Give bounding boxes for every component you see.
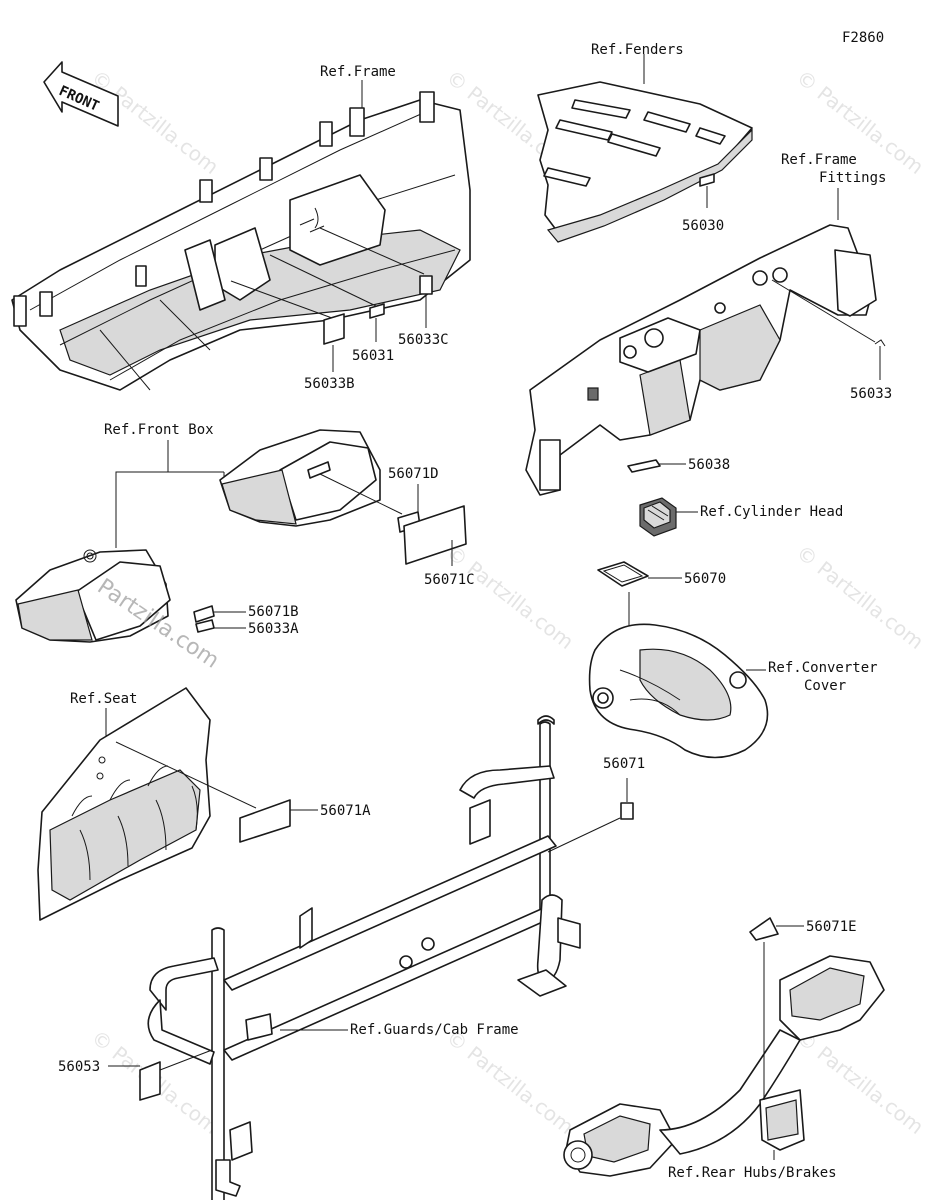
ref-cylinder-head-label: Ref.Cylinder Head xyxy=(700,504,843,520)
part-56071A-label: 56071A xyxy=(320,803,371,819)
part-56070-label: 56070 xyxy=(684,571,726,587)
sticker-56033 xyxy=(874,339,886,347)
frame-illustration xyxy=(11,91,471,391)
ref-seat-label: Ref.Seat xyxy=(70,691,137,707)
sticker-56071C xyxy=(403,505,467,565)
sticker-56071E xyxy=(749,917,779,941)
part-56053-label: 56053 xyxy=(58,1059,100,1075)
guards-cab-frame-illustration xyxy=(147,715,581,1200)
figure-code: F2860 xyxy=(842,30,884,46)
sticker-56070 xyxy=(597,561,649,587)
ref-front-box-label: Ref.Front Box xyxy=(104,422,214,438)
sticker-56031 xyxy=(369,303,385,319)
sticker-56071B xyxy=(193,605,215,623)
part-56033B-label: 56033B xyxy=(304,376,355,392)
watermark-text: © Partzilla.com xyxy=(792,1025,928,1139)
front-box-upper-illustration xyxy=(219,429,381,527)
sticker-56071 xyxy=(620,802,634,820)
part-56033C-label: 56033C xyxy=(398,332,449,348)
watermark-text: © Partzilla.com xyxy=(442,1025,578,1139)
sticker-56053 xyxy=(139,1061,161,1101)
ref-frame-label: Ref.Frame xyxy=(320,64,396,80)
part-56071B-label: 56071B xyxy=(248,604,299,620)
part-56038-label: 56038 xyxy=(688,457,730,473)
watermark-text: © Partzilla.com xyxy=(442,540,578,654)
ref-guards-label: Ref.Guards/Cab Frame xyxy=(350,1022,519,1038)
part-56071D-label: 56071D xyxy=(388,466,439,482)
sticker-56071A xyxy=(239,799,291,843)
ref-frame-fittings-label-2: Fittings xyxy=(819,170,886,186)
ref-converter-label-1: Ref.Converter xyxy=(768,660,878,676)
sticker-56038 xyxy=(627,459,661,473)
part-56071C-label: 56071C xyxy=(424,572,475,588)
front-box-lower-illustration xyxy=(15,549,171,643)
sticker-56033B xyxy=(323,313,345,345)
cylinder-head-illustration xyxy=(639,497,677,537)
ref-converter-label-2: Cover xyxy=(804,678,846,694)
part-56033-label: 56033 xyxy=(850,386,892,402)
part-56033A-label: 56033A xyxy=(248,621,299,637)
ref-rear-hubs-label: Ref.Rear Hubs/Brakes xyxy=(668,1165,837,1181)
sticker-56033C xyxy=(419,275,433,295)
part-56031-label: 56031 xyxy=(352,348,394,364)
fenders-illustration xyxy=(537,81,753,243)
watermark-text: © Partzilla.com xyxy=(792,540,928,654)
part-56030-label: 56030 xyxy=(682,218,724,234)
ref-frame-fittings-label-1: Ref.Frame xyxy=(781,152,857,168)
frame-fittings-illustration xyxy=(525,224,877,496)
ref-fenders-label: Ref.Fenders xyxy=(591,42,684,58)
part-56071-label: 56071 xyxy=(603,756,645,772)
part-56071E-label: 56071E xyxy=(806,919,857,935)
rear-hubs-brakes-illustration xyxy=(563,955,885,1177)
seat-illustration xyxy=(37,687,211,921)
sticker-56030 xyxy=(699,173,715,187)
converter-cover-illustration xyxy=(588,623,769,759)
